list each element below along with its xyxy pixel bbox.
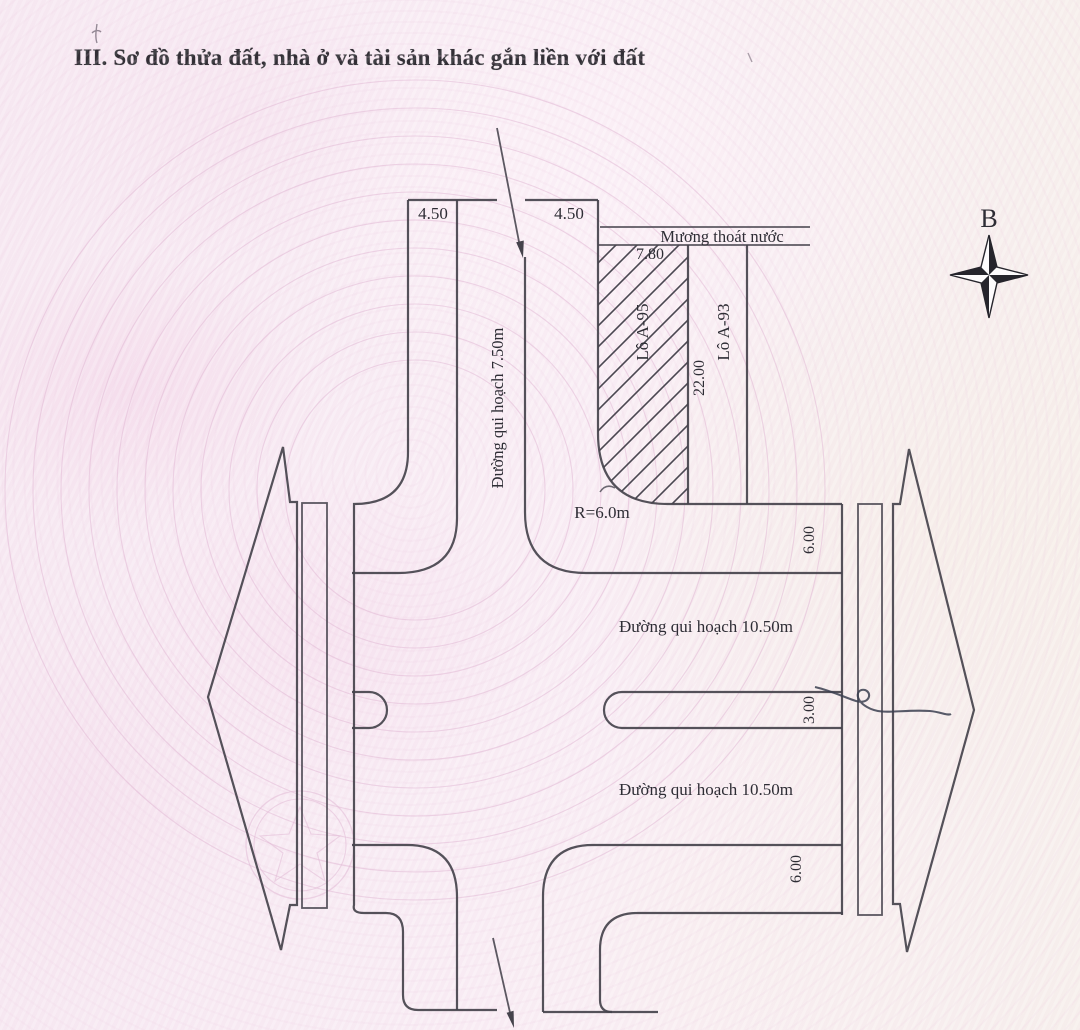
compass-north-label: B: [980, 204, 997, 233]
compass-star-icon: [949, 234, 1029, 319]
canal-label: Mương thoát nước: [660, 227, 783, 246]
west-outer-boundary: [352, 200, 497, 1012]
upper-road-label: Đường qui hoạch 10.50m: [619, 617, 793, 636]
east-section-bar: [857, 503, 883, 916]
compass: B: [949, 204, 1029, 319]
north-road-arrow-line: [496, 127, 521, 248]
north-road-arrow-head: [516, 240, 524, 258]
radius-leader-mark: [599, 485, 616, 493]
pen-marks: [91, 23, 952, 716]
plan-lines: [206, 127, 976, 1028]
lower-inner-west: [352, 843, 459, 1010]
east-road-arrow: [891, 448, 976, 953]
guilloche-watermark: [4, 79, 826, 901]
pen-squiggle: [814, 685, 952, 716]
median-main: [602, 690, 842, 730]
lower-outer-east: [598, 911, 843, 1014]
plot-a95-hatch-area: [598, 245, 688, 504]
west-section-bar: [301, 502, 328, 909]
plan-labels: 4.50 4.50 Mương thoát nước 7.80 Lô A-95 …: [418, 204, 818, 883]
plot-a95-label: Lô A-95: [633, 303, 652, 360]
west-road-arrow: [206, 446, 299, 951]
lower-road-label: Đường qui hoạch 10.50m: [619, 780, 793, 799]
lower-inner-east: [541, 843, 842, 1012]
plot-west-edge-radius: [596, 200, 842, 506]
radius-label: R=6.0m: [574, 503, 629, 522]
east-inner-line: [523, 257, 842, 575]
dim-depth: 22.00: [691, 360, 708, 396]
dim-median: 3.00: [801, 696, 818, 724]
section-title: III. Sơ đồ thửa đất, nhà ở và tài sản kh…: [74, 45, 646, 70]
south-road-arrow-line: [492, 937, 512, 1018]
dim-strip-bottom: 6.00: [788, 855, 805, 883]
pen-mark-top: [91, 23, 102, 44]
vertical-road-label: Đường qui hoạch 7.50m: [488, 328, 507, 489]
dim-sidewalk-left: 4.50: [418, 204, 448, 223]
plot-a93-label: Lô A-93: [714, 303, 733, 360]
dim-strip-top: 6.00: [801, 526, 818, 554]
dim-sidewalk-right: 4.50: [554, 204, 584, 223]
west-inner-line: [352, 200, 459, 575]
south-road-arrow-head: [506, 1010, 514, 1028]
dim-frontage: 7.80: [636, 246, 664, 263]
pen-mark-title-end: [747, 52, 753, 63]
median-west-stub: [352, 690, 389, 730]
